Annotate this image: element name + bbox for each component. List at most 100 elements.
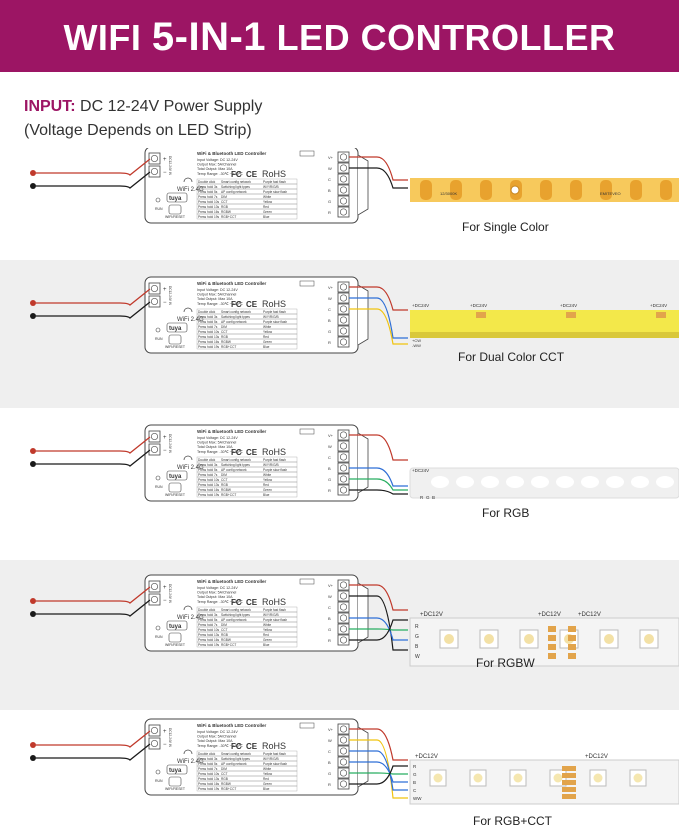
title-part1: WIFI xyxy=(63,17,152,58)
table-cell: Press hold 10s xyxy=(198,772,219,776)
table-cell: Switching light types xyxy=(221,463,250,467)
cob-led-segment xyxy=(540,180,552,200)
wifi-label: WiFi 2.4G xyxy=(177,317,204,323)
solder-pad xyxy=(562,787,576,792)
ce-mark: CE xyxy=(246,742,258,751)
input-wire-end xyxy=(30,611,36,617)
table-cell: Red xyxy=(263,335,269,339)
table-cell: RGB+CCT xyxy=(221,345,236,349)
table-cell: Smart config network xyxy=(221,310,251,314)
table-cell: Press hold 16s xyxy=(198,782,219,786)
section-caption: For Dual Color CCT xyxy=(458,350,565,364)
table-cell: Purple slow flash xyxy=(263,762,287,766)
wifi-icon xyxy=(183,307,193,313)
table-cell: CCT xyxy=(221,628,228,632)
terminal-screw xyxy=(339,338,348,346)
table-cell: W/Y/R/G/B xyxy=(263,463,279,467)
table-cell: RGBW xyxy=(221,210,231,214)
table-cell: Yellow xyxy=(263,200,273,204)
solder-pad xyxy=(568,653,576,659)
dc-in-label: DC12-24V IN xyxy=(168,286,172,306)
wifi-label: WiFi 2.4G xyxy=(177,615,204,621)
output-wire-g xyxy=(349,772,408,775)
input-wire-positive xyxy=(36,436,151,454)
output-wire-negative xyxy=(349,167,408,189)
table-cell: RGB+CCT xyxy=(221,493,236,497)
table-cell: Press hold 19s xyxy=(198,215,219,219)
controller-spec: Input Voltage: DC 12-24V xyxy=(197,158,238,162)
table-cell: Press hold 16s xyxy=(198,340,219,344)
switch-mark xyxy=(299,150,315,157)
input-wire-negative xyxy=(36,171,151,189)
fc-mark: FC xyxy=(231,300,242,309)
terminal-screw xyxy=(339,486,348,494)
reset-button xyxy=(168,632,182,643)
solder-pad xyxy=(568,644,576,650)
terminal-screw xyxy=(339,769,348,777)
controller-spec: Input Voltage: DC 12-24V xyxy=(197,436,238,440)
rgbcct-led-core xyxy=(553,773,563,783)
run-label: RUN xyxy=(155,337,163,341)
table-cell: Press hold 16s xyxy=(198,488,219,492)
strip-label-v24: +DC24V xyxy=(470,303,487,308)
strip-label-g: G xyxy=(426,495,430,500)
rgb-led-glow xyxy=(531,476,549,488)
mount-tab-right xyxy=(357,432,369,494)
input-wire-end xyxy=(30,170,36,176)
strip-label-v24: +DC24V xyxy=(412,303,429,308)
terminal-screw xyxy=(339,581,348,589)
terminal-screw xyxy=(150,726,159,735)
table-row xyxy=(196,785,298,792)
strip-pin-label: R xyxy=(415,624,419,630)
table-cell: Switching light types xyxy=(221,185,250,189)
input-wire-end xyxy=(30,448,36,454)
table-cell: Double click xyxy=(198,752,216,756)
table-cell: Press hold 10s xyxy=(198,478,219,482)
output-pin-label: W xyxy=(328,444,332,449)
terminal-screw xyxy=(339,153,348,161)
table-cell: Double click xyxy=(198,458,216,462)
cob-led-segment xyxy=(600,180,612,200)
table-cell: Yellow xyxy=(263,628,273,632)
output-wire-positive xyxy=(349,286,408,311)
input-terminal xyxy=(148,593,161,606)
controller-spec: Output Max: 5A/Channel xyxy=(197,293,237,297)
terminal-screw xyxy=(339,603,348,611)
rgb-led-glow xyxy=(631,476,649,488)
output-pin-label: R xyxy=(328,210,331,215)
solder-pad xyxy=(562,773,576,778)
output-pin-label: C xyxy=(328,455,331,460)
output-terminal xyxy=(337,184,350,196)
input-terminal xyxy=(148,580,161,593)
output-terminal xyxy=(337,314,350,326)
rgb-led-glow xyxy=(556,476,574,488)
rohs-mark: RoHS xyxy=(262,447,286,457)
solder-pad xyxy=(562,780,576,785)
table-cell: Green xyxy=(263,340,272,344)
table-cell: AP config network xyxy=(221,320,247,324)
title-part2: LED CONTROLLER xyxy=(266,17,616,58)
run-label: RUN xyxy=(155,635,163,639)
terminal-screw xyxy=(339,164,348,172)
input-wire-end xyxy=(30,598,36,604)
terminal-screw xyxy=(339,431,348,439)
output-pin-label: W xyxy=(328,166,332,171)
terminal-screw xyxy=(150,739,159,748)
terminal-screw xyxy=(339,780,348,788)
input-wire-negative xyxy=(36,743,151,761)
table-cell: AP config network xyxy=(221,468,247,472)
fc-mark: FC xyxy=(231,170,242,179)
table-cell: Red xyxy=(263,633,269,637)
table-cell: Blue xyxy=(263,345,270,349)
controller-spec: Input Voltage: DC 12-24V xyxy=(197,288,238,292)
run-label: RUN xyxy=(155,207,163,211)
cob-led-segment xyxy=(570,180,582,200)
rgbcct-led-core xyxy=(513,773,523,783)
output-pin-label: B xyxy=(328,616,331,621)
strip-pin-label: WW xyxy=(413,796,422,801)
terminal-screw xyxy=(339,442,348,450)
rgbcct-led-core xyxy=(473,773,483,783)
terminal-screw xyxy=(339,175,348,183)
